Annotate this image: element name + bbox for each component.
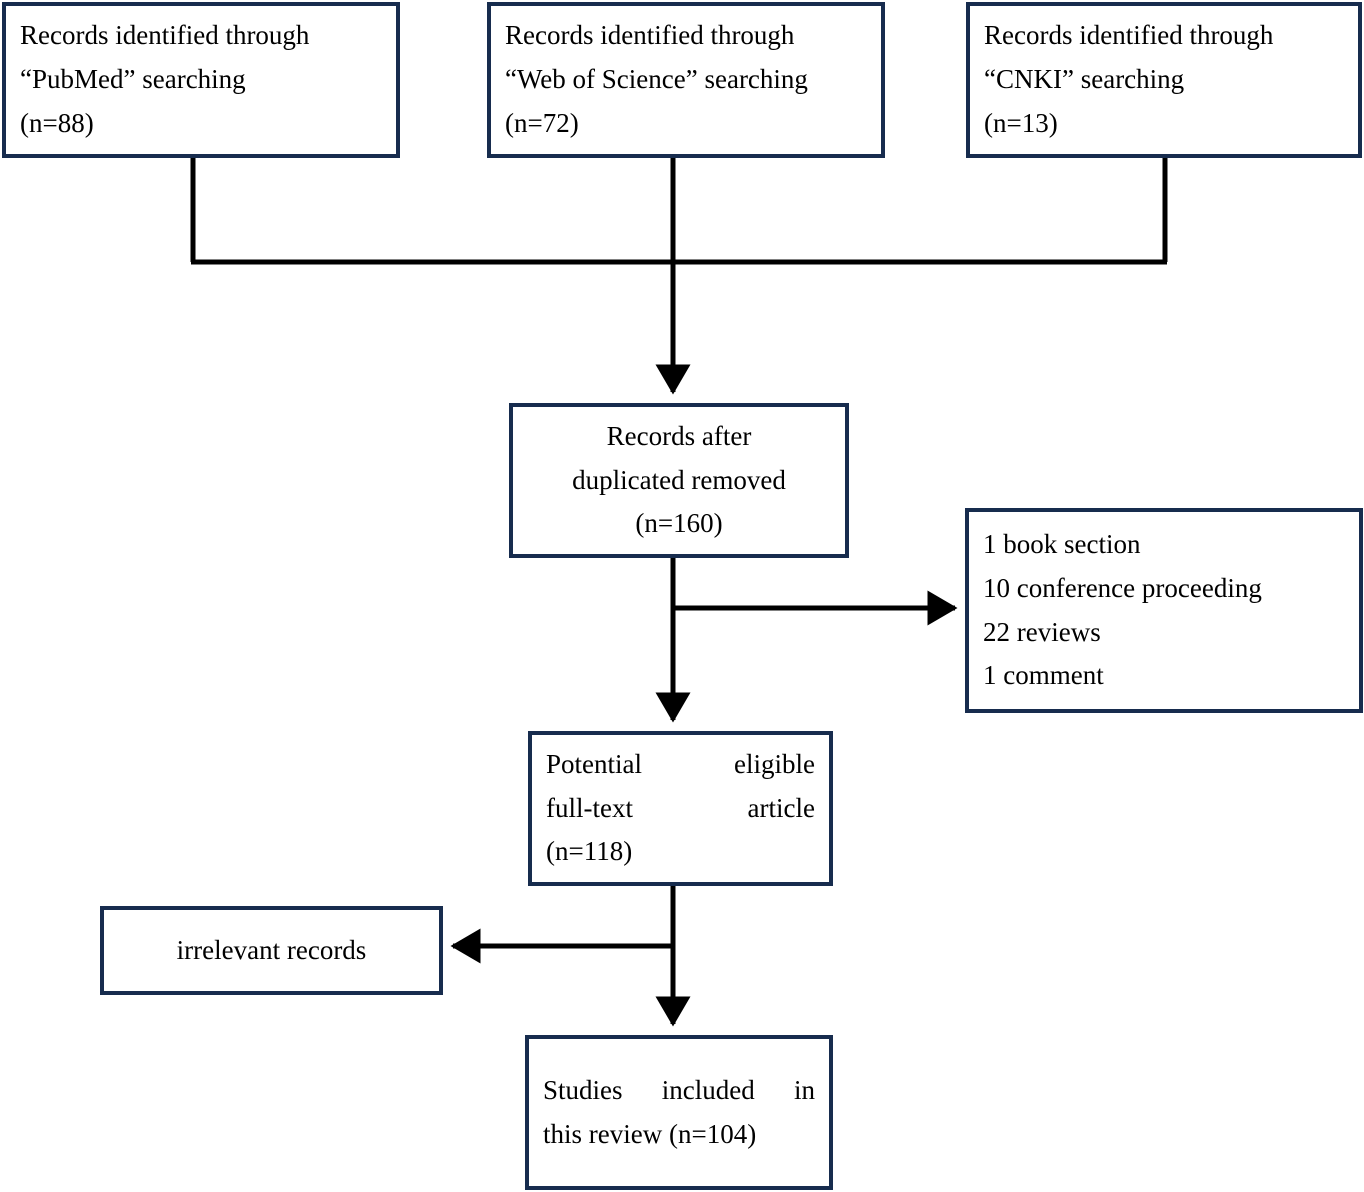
box-cnki-line-2: “CNKI” searching	[984, 64, 1185, 95]
box-eligible-line-3: (n=118)	[532, 830, 829, 874]
exclusion-item-conference-proceeding: 10 conference proceeding	[983, 572, 1262, 603]
box-potential-eligible-fulltext: Potential eligible full-text article (n=…	[528, 731, 833, 886]
box-eligible-line-1-word-2: eligible	[734, 748, 815, 779]
box-dedup-line-1: Records after	[606, 420, 752, 451]
box-wos-line-2: “Web of Science” searching	[505, 64, 808, 95]
box-pubmed-line-1: Records identified through	[20, 20, 310, 51]
box-included-line-2: this review (n=104)	[529, 1113, 829, 1157]
box-included-count: this review (n=104)	[543, 1118, 757, 1149]
box-cnki-records: Records identified through “CNKI” search…	[966, 2, 1362, 158]
box-irrelevant-records: irrelevant records	[100, 906, 443, 995]
exclusion-item-book-section: 1 book section	[983, 529, 1141, 560]
box-included-line-1-word-1: Studies	[543, 1074, 623, 1105]
box-eligible-line-1: Potential eligible	[532, 743, 829, 787]
box-pubmed-records: Records identified through “PubMed” sear…	[2, 2, 400, 158]
box-eligible-count: (n=118)	[546, 836, 633, 867]
exclusion-item-comment: 1 comment	[983, 660, 1104, 691]
box-eligible-line-2-word-1: full-text	[546, 792, 633, 823]
box-dedup-line-2: duplicated removed	[572, 464, 786, 495]
box-pubmed-line-3: (n=88)	[20, 107, 94, 138]
box-cnki-line-3: (n=13)	[984, 107, 1058, 138]
box-eligible-line-2-word-2: article	[747, 792, 815, 823]
box-records-after-duplicates-removed: Records after duplicated removed (n=160)	[509, 403, 849, 558]
box-eligible-line-1-word-1: Potential	[546, 748, 642, 779]
box-studies-included: Studies included in this review (n=104)	[525, 1035, 833, 1190]
exclusion-item-reviews: 22 reviews	[983, 616, 1101, 647]
box-included-line-1-word-2: included	[661, 1074, 755, 1105]
box-wos-line-1: Records identified through	[505, 20, 795, 51]
box-pubmed-line-2: “PubMed” searching	[20, 64, 246, 95]
box-included-line-1-word-3: in	[793, 1074, 815, 1105]
box-excluded-record-types: 1 book section 10 conference proceeding …	[965, 508, 1363, 713]
box-web-of-science-records: Records identified through “Web of Scien…	[487, 2, 885, 158]
box-dedup-line-3: (n=160)	[635, 508, 723, 539]
box-wos-line-3: (n=72)	[505, 107, 579, 138]
box-irrelevant-label: irrelevant records	[176, 934, 367, 965]
box-eligible-line-2: full-text article	[532, 787, 829, 831]
box-cnki-line-1: Records identified through	[984, 20, 1274, 51]
box-included-line-1: Studies included in	[529, 1069, 829, 1113]
